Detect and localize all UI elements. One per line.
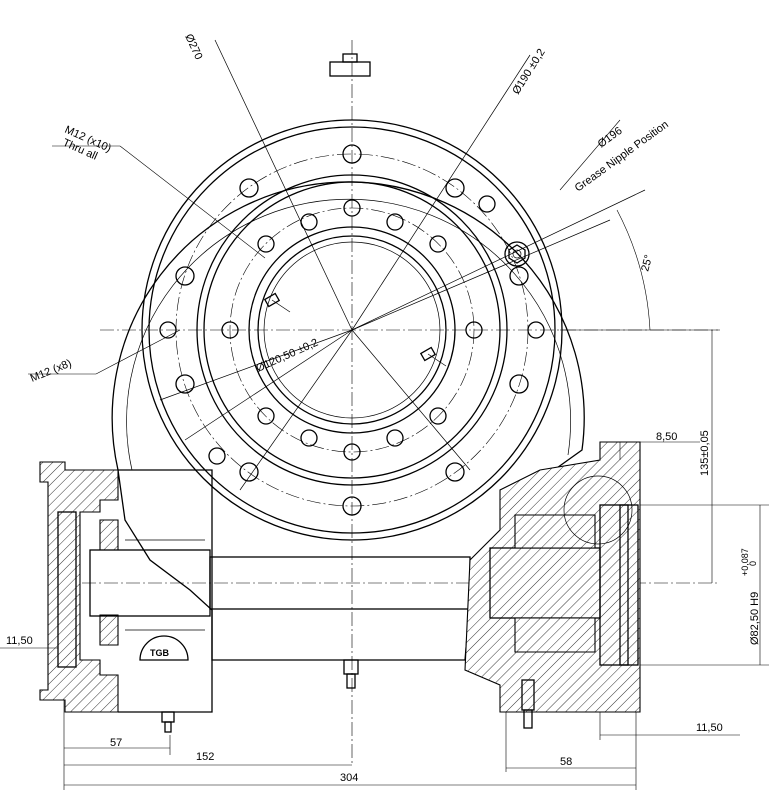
worm-housing <box>39 441 641 733</box>
dim-dia-120: Ø120,50 ±0,2 <box>254 337 320 375</box>
dim-angle-25: 25° <box>639 254 655 273</box>
dim-135: 135±0,05 <box>699 430 711 476</box>
dim-304: 304 <box>340 772 358 784</box>
dim-dia-196: Ø196 <box>596 125 625 151</box>
housing-outline <box>111 53 585 661</box>
svg-text:TGB: TGB <box>150 648 169 658</box>
dimension-lines <box>0 119 769 790</box>
tgb-logo: TGB <box>139 635 189 661</box>
dimension-labels: Ø270 Ø190 ±0,2 Ø196 Grease Nipple Positi… <box>6 32 761 784</box>
dim-11-50-left: 11,50 <box>6 635 33 647</box>
dim-57: 57 <box>110 737 122 749</box>
dim-tol-lower: 0 <box>748 561 758 566</box>
dim-dia-82: Ø82,50 H9 <box>749 592 761 645</box>
outer-bolt-holes <box>175 144 529 516</box>
dim-m12-x8: M12 (x8) <box>29 357 74 384</box>
dim-dia-190: Ø190 ±0,2 <box>510 47 547 97</box>
dim-58: 58 <box>560 756 572 768</box>
dim-152: 152 <box>196 751 214 763</box>
grease-nipple-label: Grease Nipple Position <box>573 119 671 195</box>
dim-11-50-right: 11,50 <box>696 722 723 734</box>
grease-nipple <box>504 241 530 267</box>
dim-tol-upper: +0,087 <box>740 548 750 576</box>
dim-8-50: 8,50 <box>656 431 677 443</box>
set-screws <box>263 292 447 367</box>
dim-dia-270: Ø270 <box>182 32 204 61</box>
